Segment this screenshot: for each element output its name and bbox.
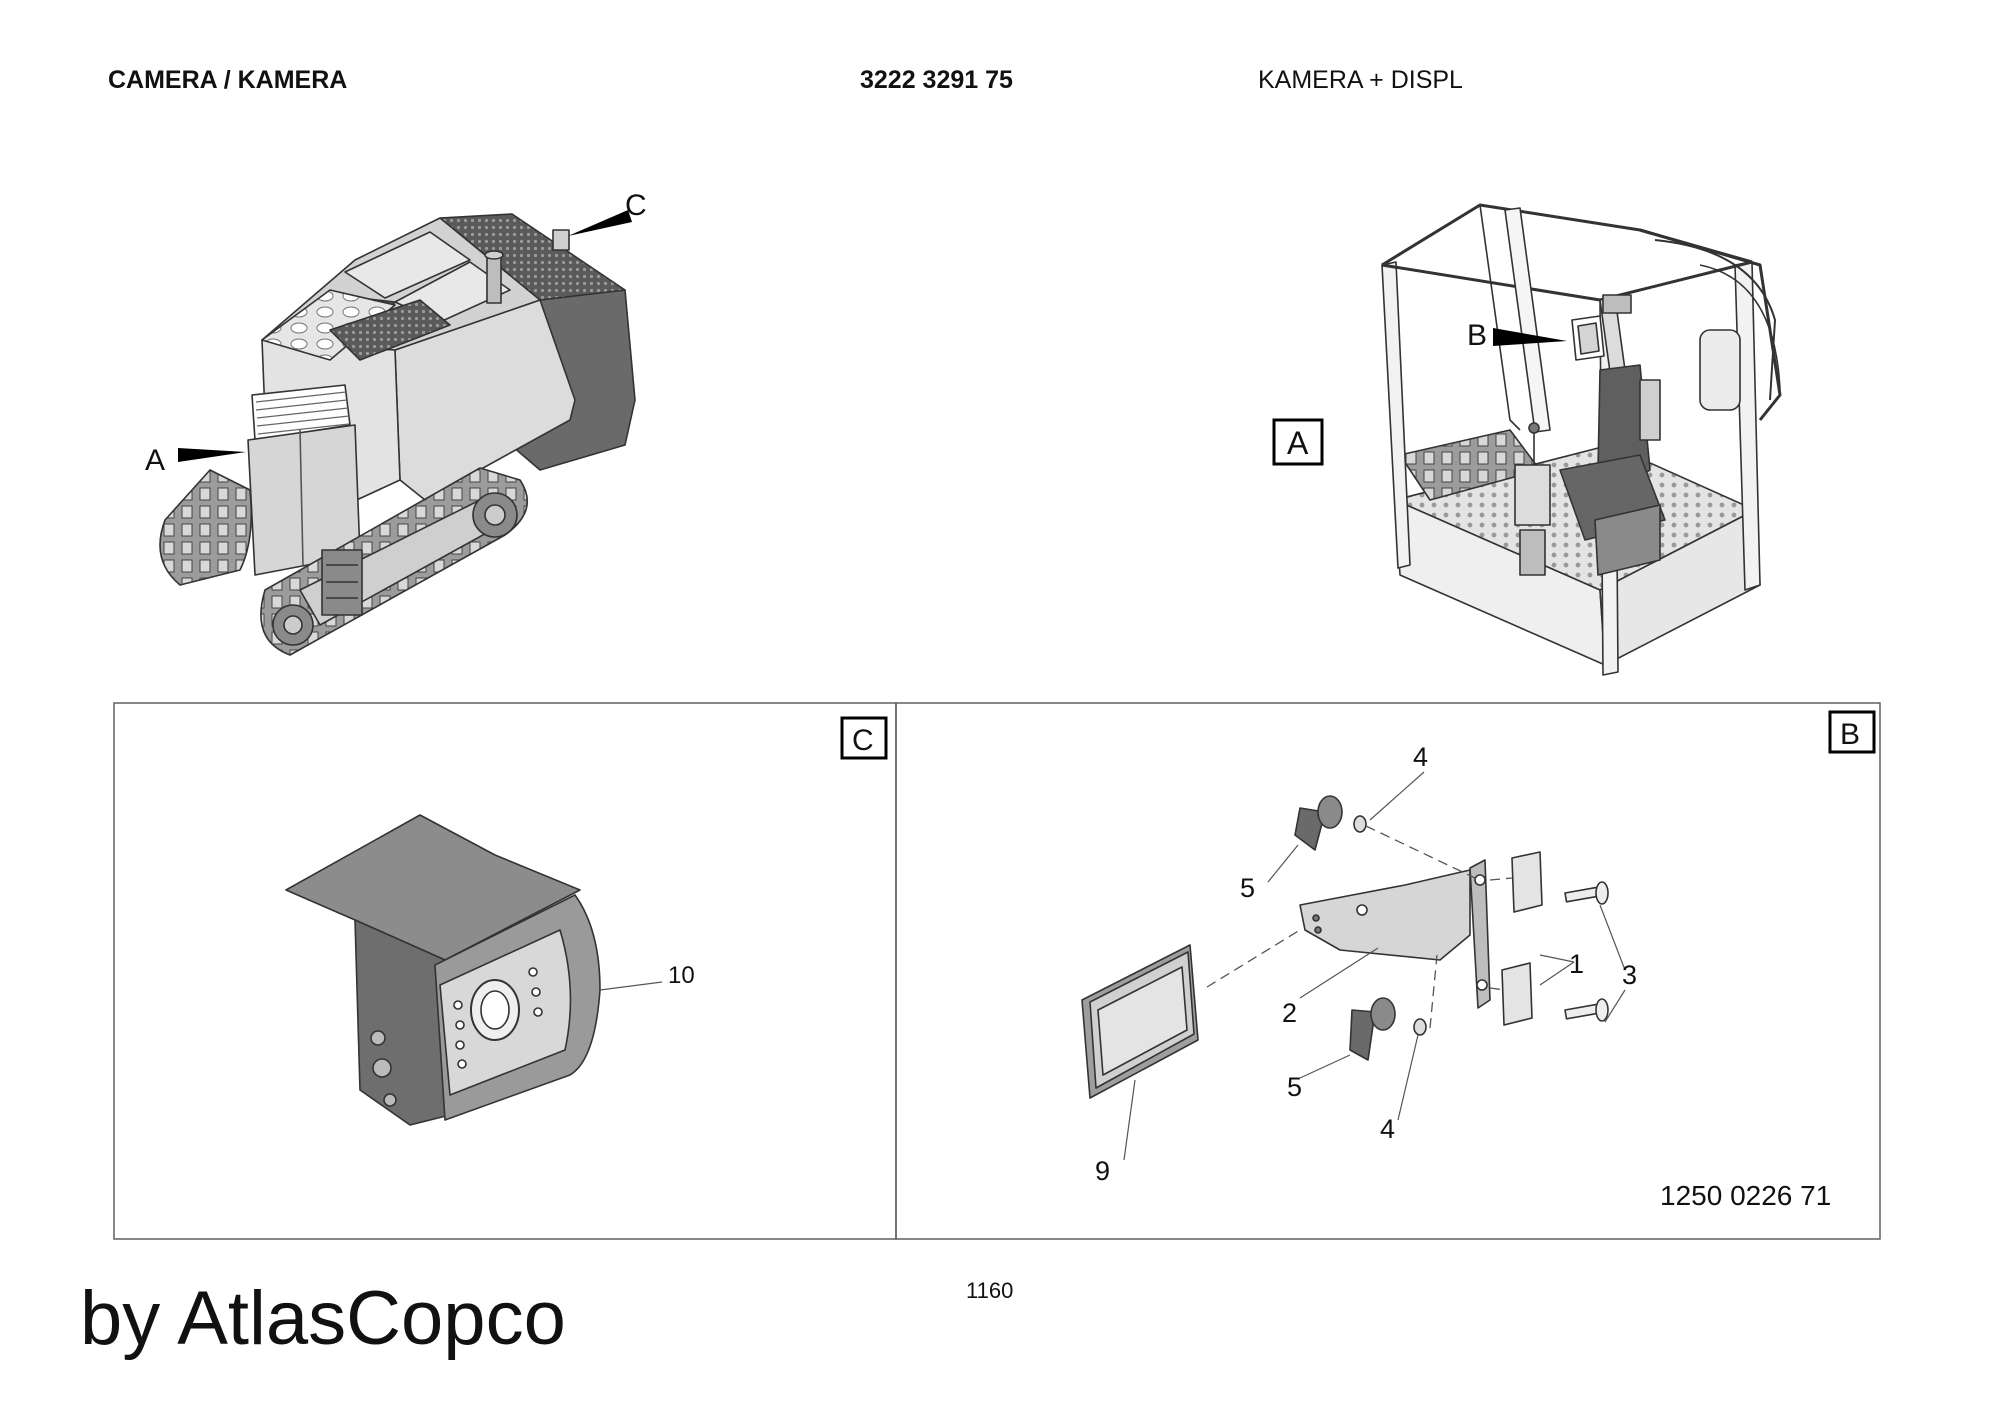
callout-a-label: A <box>145 444 165 477</box>
callout-c-label: C <box>625 189 647 222</box>
alignment-lines <box>1206 825 1513 1029</box>
item-10-label: 10 <box>668 962 695 989</box>
detail-c-label: C <box>852 724 874 757</box>
page-title: CAMERA / KAMERA <box>108 66 348 94</box>
item-9-label: 9 <box>1095 1156 1110 1186</box>
leader-lines <box>1123 771 1626 1161</box>
item-1-label: 1 <box>1569 949 1584 979</box>
operator-cab-illustration <box>1381 203 1782 676</box>
detail-b-frame <box>895 702 1881 1240</box>
callout-b-label: B <box>1467 319 1487 352</box>
item-2-label: 2 <box>1282 998 1297 1028</box>
display-bracket-illustration <box>1081 795 1609 1099</box>
detail-b-label: B <box>1840 718 1860 751</box>
detail-b-box <box>1828 710 1876 754</box>
brand-logo-text: by AtlasCopco <box>80 1276 566 1361</box>
view-a-box <box>1272 418 1324 466</box>
item-3-label: 3 <box>1622 960 1637 990</box>
callout-a-arrow <box>178 448 246 462</box>
detail-c-box <box>840 716 888 760</box>
page-number: 1160 <box>966 1278 1014 1303</box>
callout-c-arrow <box>568 210 632 236</box>
callout-b-arrow <box>1493 328 1567 346</box>
part-number: 3222 3291 75 <box>860 66 1013 94</box>
camera-illustration <box>285 814 601 1126</box>
view-a-label: A <box>1287 425 1309 461</box>
item-4-top-label: 4 <box>1413 742 1428 772</box>
item-4-bottom-label: 4 <box>1380 1114 1395 1144</box>
drill-rig-illustration <box>159 213 636 656</box>
item-5-top-label: 5 <box>1240 873 1255 903</box>
drawing-number: 1250 0226 71 <box>1660 1180 1832 1211</box>
item-5-bottom-label: 5 <box>1287 1072 1302 1102</box>
part-description: KAMERA + DISPL <box>1258 66 1463 94</box>
